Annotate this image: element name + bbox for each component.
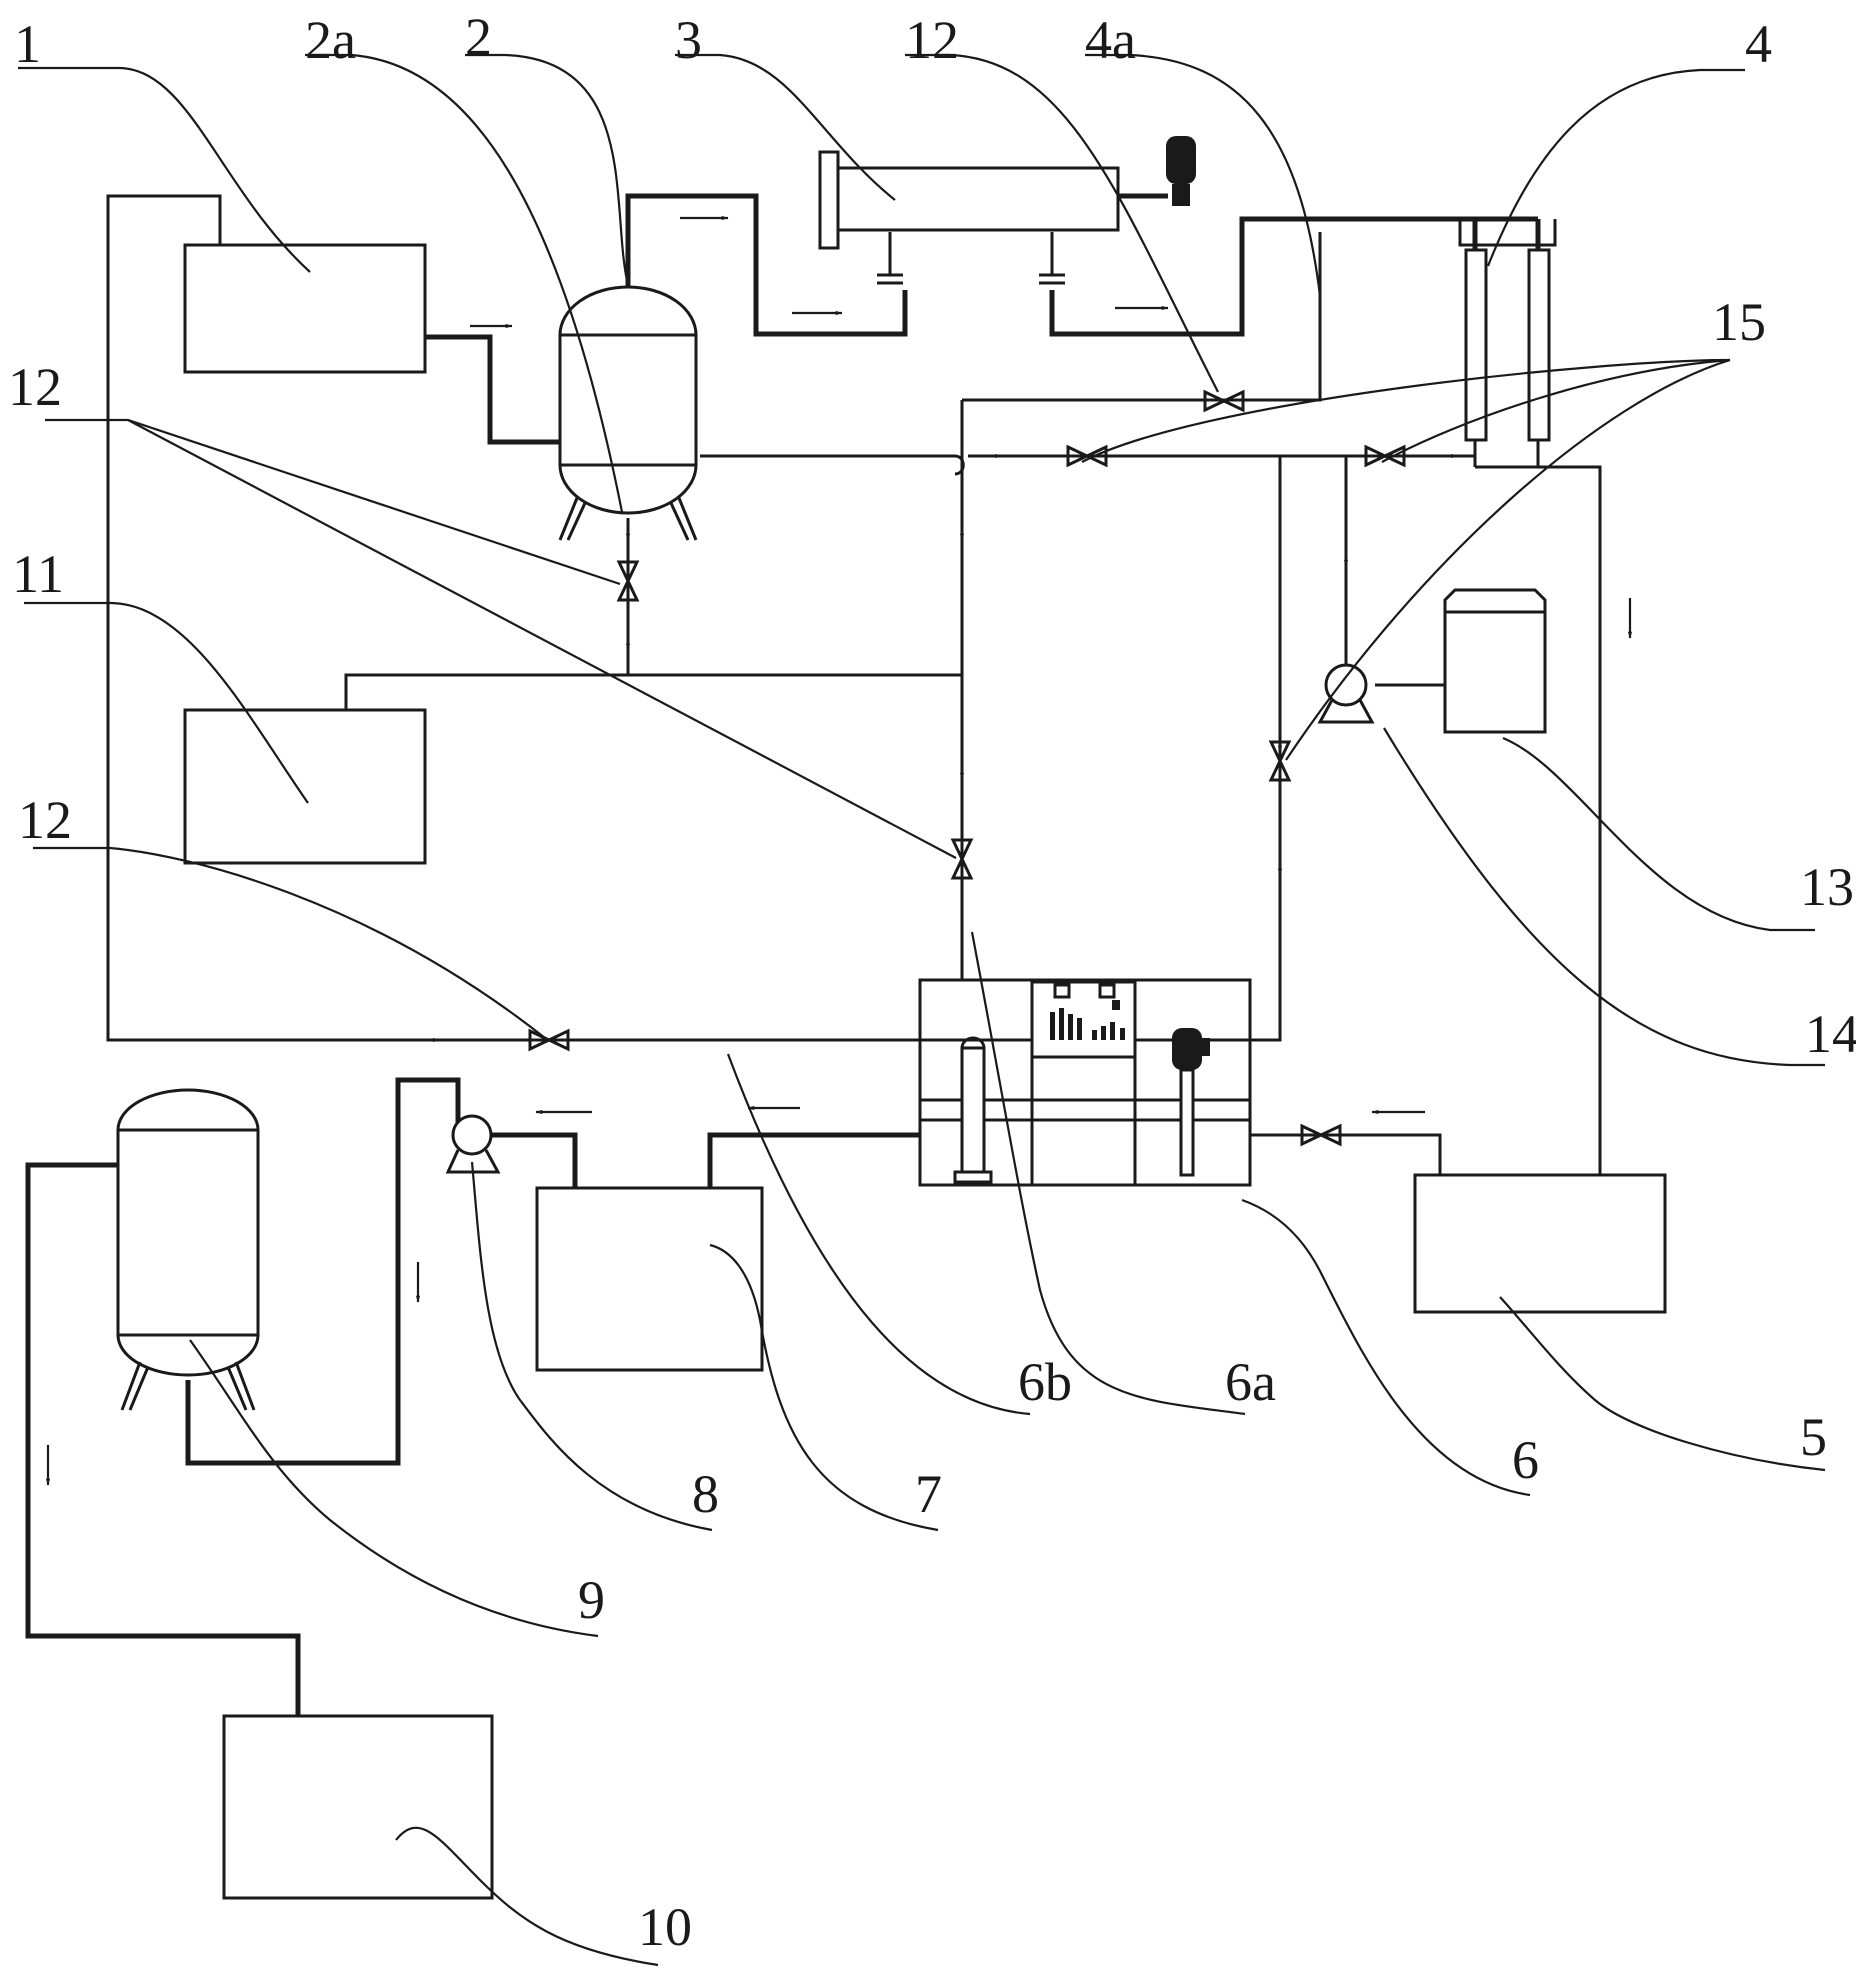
tank-10 xyxy=(222,1714,494,1900)
label-1: 1 xyxy=(14,14,41,74)
label-6a: 6a xyxy=(1225,1352,1276,1412)
label-12-left-lower: 12 xyxy=(18,790,72,850)
storage-vessel-9 xyxy=(116,1088,260,1411)
label-2: 2 xyxy=(465,7,492,67)
label-8: 8 xyxy=(692,1464,719,1524)
label-4: 4 xyxy=(1745,14,1772,74)
reference-labels: 1 2a 2 3 12 4a 4 15 12 11 12 13 14 6b 6a… xyxy=(8,7,1856,1957)
valve-12-top xyxy=(1203,389,1245,413)
label-13: 13 xyxy=(1800,857,1854,917)
label-11: 11 xyxy=(12,544,64,604)
tank-11 xyxy=(183,708,427,865)
label-3: 3 xyxy=(675,10,702,70)
label-15: 15 xyxy=(1712,292,1766,352)
tank-5 xyxy=(1413,1173,1667,1314)
label-4a: 4a xyxy=(1085,10,1136,70)
tank-1 xyxy=(183,243,427,374)
leader-lines xyxy=(18,53,1826,1967)
label-5: 5 xyxy=(1800,1407,1827,1467)
valve-feed xyxy=(1300,1123,1342,1147)
tank-7 xyxy=(535,1186,764,1372)
valve-12-riser xyxy=(950,838,974,880)
valve-15-lower xyxy=(1268,740,1292,782)
evaporator-3 xyxy=(818,136,1196,285)
label-12-left-upper: 12 xyxy=(8,357,62,417)
label-9: 9 xyxy=(578,1570,605,1630)
reactor-2 xyxy=(558,285,698,541)
label-10: 10 xyxy=(638,1897,692,1957)
valve-15-left xyxy=(1066,444,1108,468)
label-6b: 6b xyxy=(1018,1352,1072,1412)
valve-15-right xyxy=(1364,444,1406,468)
valve-12-return xyxy=(528,1028,570,1052)
condenser-4 xyxy=(1458,219,1557,467)
label-14: 14 xyxy=(1805,1004,1856,1064)
dosing-unit-13 xyxy=(1443,588,1547,734)
label-6: 6 xyxy=(1512,1430,1539,1490)
pipes-thick xyxy=(25,193,1541,1716)
pump-8 xyxy=(445,1114,501,1174)
membrane-skid-6 xyxy=(918,978,1252,1187)
label-7: 7 xyxy=(915,1464,942,1524)
pump-14 xyxy=(1317,663,1375,724)
label-2a: 2a xyxy=(305,10,356,70)
valve-12-below-2 xyxy=(616,560,640,602)
label-12-top: 12 xyxy=(905,10,959,70)
